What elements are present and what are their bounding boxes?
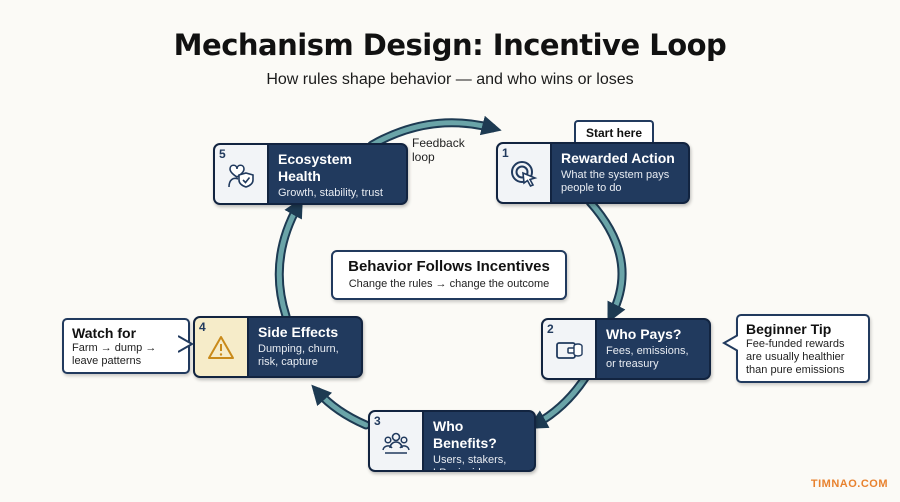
feedback-loop-label: Feedback loop bbox=[412, 136, 465, 164]
step-who-benefits[interactable]: 3 Who Benefits? Users, stakers, LPs, ins… bbox=[368, 410, 536, 472]
cursor-target-icon bbox=[511, 161, 538, 188]
step-ecosystem-health[interactable]: 5 Ecosystem Health Growth, stability, tr… bbox=[213, 143, 408, 205]
step-description: Dumping, churn, risk, capture bbox=[258, 343, 339, 368]
wallet-coins-icon bbox=[556, 342, 583, 359]
step-description: Fees, emissions, or treasury bbox=[606, 345, 689, 370]
step-title: Who Pays? bbox=[606, 326, 682, 342]
center-principle-box: Behavior Follows Incentives Change the r… bbox=[331, 250, 567, 300]
step-description: Users, stakers, LPs, insiders bbox=[433, 454, 507, 470]
step-number: 5 bbox=[219, 147, 226, 161]
callout-title: Beginner Tip bbox=[746, 321, 832, 337]
page-title: Mechanism Design: Incentive Loop bbox=[173, 28, 727, 62]
step-title: Rewarded Action bbox=[561, 150, 675, 166]
step-title: Side Effects bbox=[258, 324, 339, 340]
step-icon-pane: 5 bbox=[215, 145, 269, 203]
page-subtitle: How rules shape behavior — and who wins … bbox=[266, 71, 634, 88]
step-title: Who Benefits? bbox=[433, 418, 497, 451]
step-side-effects[interactable]: 4 Side Effects Dumping, churn, risk, cap… bbox=[193, 316, 363, 378]
step-icon-pane: 4 bbox=[195, 318, 249, 376]
tip-callout-pointer bbox=[722, 334, 738, 352]
watch-callout-pointer bbox=[178, 335, 194, 353]
callout-body: Fee-funded rewards are usually healthier… bbox=[746, 338, 845, 376]
center-subtitle: Change the rules → change the outcome bbox=[348, 278, 550, 290]
step-rewarded-action[interactable]: 1 Rewarded Action What the system pays p… bbox=[496, 142, 690, 204]
step-number: 4 bbox=[199, 320, 206, 334]
warning-icon bbox=[208, 336, 234, 359]
start-here-tag: Start here bbox=[574, 120, 654, 144]
heart-shield-icon bbox=[228, 164, 254, 188]
step-icon-pane: 2 bbox=[543, 320, 597, 378]
step-title: Ecosystem Health bbox=[278, 151, 352, 184]
step-who-pays[interactable]: 2 Who Pays? Fees, emissions, or treasury bbox=[541, 318, 711, 380]
beginner-tip-callout: Beginner Tip Fee-funded rewards are usua… bbox=[736, 314, 870, 383]
step-number: 2 bbox=[547, 322, 554, 336]
step-description: What the system pays people to do bbox=[561, 169, 670, 194]
step-number: 3 bbox=[374, 414, 381, 428]
brand-watermark: TIMNAO.COM bbox=[810, 478, 888, 490]
step-icon-pane: 3 bbox=[370, 412, 424, 470]
people-group-icon bbox=[382, 432, 410, 454]
center-title: Behavior Follows Incentives bbox=[348, 258, 550, 275]
step-number: 1 bbox=[502, 146, 509, 160]
watch-for-callout: Watch for Farm → dump → leave patterns bbox=[62, 318, 190, 374]
callout-body: Farm → dump → leave patterns bbox=[72, 342, 157, 367]
step-description: Growth, stability, trust bbox=[278, 187, 383, 199]
feedback-loop-text: Feedback loop bbox=[412, 136, 465, 164]
step-icon-pane: 1 bbox=[498, 144, 552, 202]
callout-title: Watch for bbox=[72, 325, 137, 341]
